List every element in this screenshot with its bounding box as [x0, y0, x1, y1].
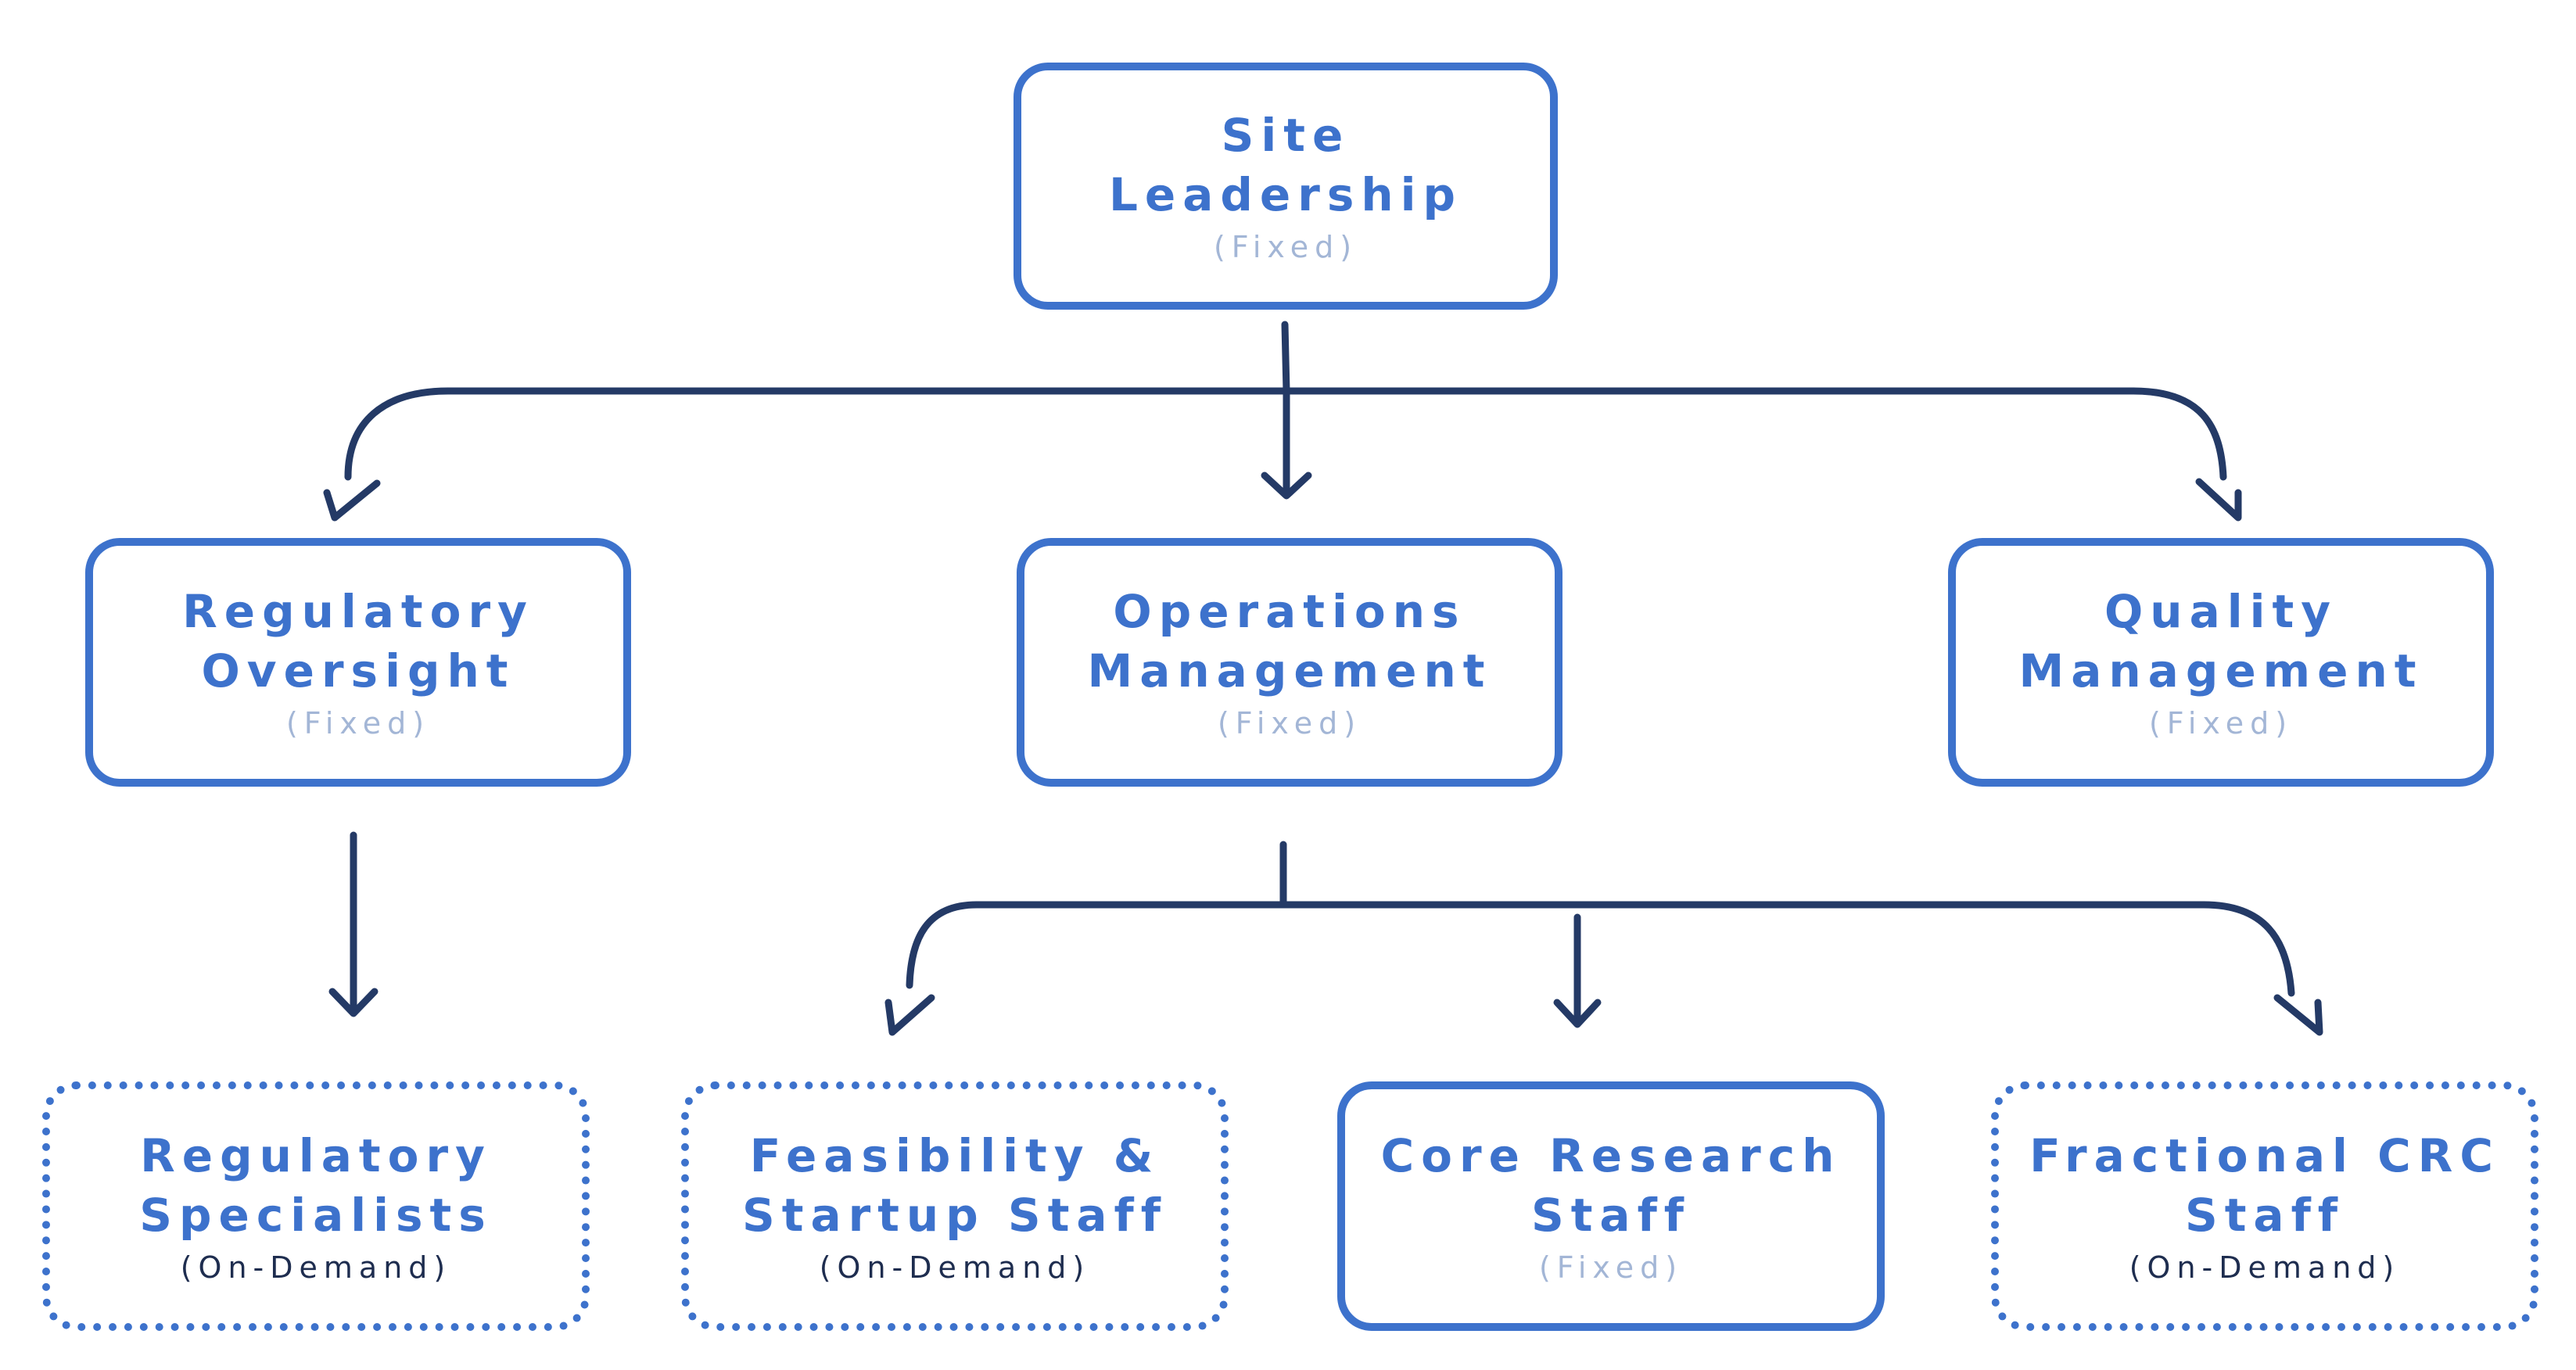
node-title-line-2: Staff: [1530, 1188, 1692, 1242]
node-feasibility-startup-staff: Feasibility & Startup Staff (On-Demand): [681, 1081, 1229, 1331]
node-title-line-1: Regulatory: [140, 1128, 492, 1182]
arrowhead-feasibility-startup: [884, 994, 935, 1036]
node-title-line-2: Startup Staff: [741, 1188, 1168, 1242]
node-status-label: (Fixed): [285, 706, 431, 741]
connector-to-fractional-crc: [2200, 901, 2295, 997]
node-status-label: (Fixed): [1538, 1250, 1684, 1285]
node-title-line-1: Feasibility &: [749, 1128, 1161, 1182]
node-status-label: (Fixed): [1217, 706, 1362, 741]
node-title-line-2: Leadership: [1108, 168, 1463, 221]
node-title-line-2: Staff: [2184, 1188, 2345, 1242]
node-title-line-1: Operations: [1113, 585, 1466, 638]
connector-trunk-site-leadership: [1281, 321, 1290, 395]
node-status-label: (On-Demand): [819, 1250, 1091, 1285]
node-title-line-2: Management: [1087, 644, 1492, 698]
node-title-line-1: Core Research: [1380, 1128, 1842, 1182]
node-title-line-1: Quality: [2104, 585, 2338, 638]
arrowhead-regulatory-specialists: [328, 988, 379, 1017]
arrowhead-regulatory-oversight: [323, 479, 381, 522]
node-title-line-2: Management: [2018, 644, 2424, 698]
node-quality-management: Quality Management (Fixed): [1948, 538, 2494, 787]
node-operations-management: Operations Management (Fixed): [1017, 538, 1562, 787]
node-title-line-2: Specialists: [139, 1188, 493, 1242]
node-title-line-1: Site: [1221, 109, 1351, 162]
node-status-label: (Fixed): [2148, 706, 2294, 741]
node-status-label: (On-Demand): [180, 1250, 452, 1285]
node-core-research-staff: Core Research Staff (Fixed): [1337, 1081, 1885, 1331]
arrowhead-operations-management: [1261, 472, 1312, 500]
node-status-label: (On-Demand): [2129, 1250, 2401, 1285]
node-site-leadership: Site Leadership (Fixed): [1014, 63, 1558, 310]
node-fractional-crc-staff: Fractional CRC Staff (On-Demand): [1991, 1081, 2538, 1331]
node-title-line-1: Fractional CRC: [2029, 1128, 2500, 1182]
node-status-label: (Fixed): [1213, 230, 1358, 264]
connector-to-feasibility-startup: [906, 901, 981, 989]
arrowhead-quality-management: [2195, 478, 2242, 522]
node-title-line-2: Oversight: [201, 644, 515, 698]
arrowhead-core-research: [1553, 999, 1602, 1028]
node-title-line-1: Regulatory: [182, 585, 534, 638]
arrowhead-fractional-crc: [2273, 994, 2323, 1036]
connector-to-regulatory-oversight: [344, 387, 452, 481]
node-regulatory-specialists: Regulatory Specialists (On-Demand): [42, 1081, 590, 1331]
node-regulatory-oversight: Regulatory Oversight (Fixed): [85, 538, 631, 787]
connector-to-quality-management: [2129, 387, 2227, 481]
